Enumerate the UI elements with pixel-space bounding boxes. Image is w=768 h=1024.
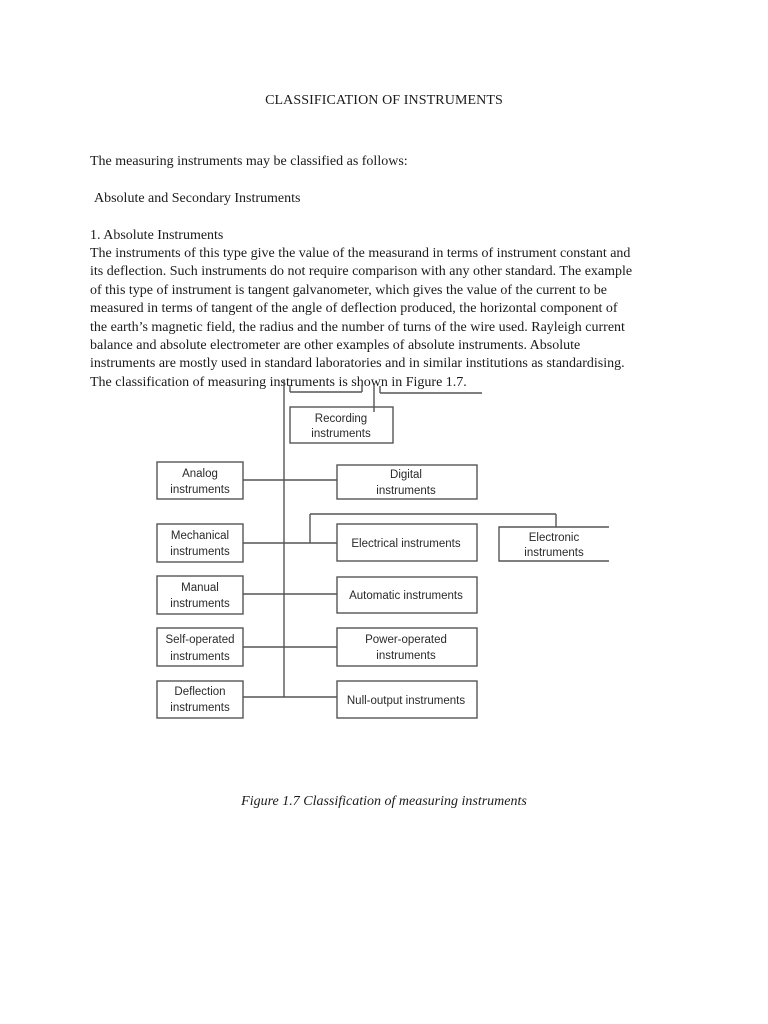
page-title: CLASSIFICATION OF INSTRUMENTS bbox=[265, 93, 503, 108]
paragraph-line: the earth’s magnetic field, the radius a… bbox=[90, 319, 625, 335]
digital-label: Digital bbox=[390, 469, 422, 481]
intro-text: The measuring instruments may be classif… bbox=[90, 154, 408, 169]
paragraph-line: The classification of measuring instrume… bbox=[90, 374, 467, 390]
section-heading: Absolute and Secondary Instruments bbox=[94, 191, 301, 206]
manual-label: Manual bbox=[181, 582, 219, 594]
recording-label: Recording bbox=[315, 413, 367, 425]
paragraph-line: its deflection. Such instruments do not … bbox=[90, 264, 633, 280]
figure-caption: Figure 1.7 Classification of measuring i… bbox=[241, 794, 527, 809]
paragraph-line: The instruments of this type give the va… bbox=[90, 246, 631, 261]
manual-label: instruments bbox=[170, 598, 230, 610]
paragraph-line: balance and absolute electrometer are ot… bbox=[90, 338, 581, 354]
deflection-label: Deflection bbox=[174, 686, 225, 698]
analog-label: Analog bbox=[182, 468, 218, 480]
power-operated-label: Power-operated bbox=[365, 634, 447, 646]
analog-label: instruments bbox=[170, 484, 230, 496]
self-operated-label: instruments bbox=[170, 651, 230, 663]
paragraph-line: instruments are mostly used in standard … bbox=[90, 356, 625, 372]
mechanical-label: Mechanical bbox=[171, 530, 229, 542]
null-output-label: Null-output instruments bbox=[347, 695, 465, 707]
body-paragraph: The instruments of this type give the va… bbox=[90, 245, 690, 392]
power-operated-label: instruments bbox=[376, 650, 436, 662]
electronic-label: Electronic bbox=[529, 532, 580, 544]
deflection-label: instruments bbox=[170, 702, 230, 714]
paragraph-line: of this type of instrument is tangent ga… bbox=[90, 282, 607, 298]
digital-label: instruments bbox=[376, 485, 436, 497]
subheading: 1. Absolute Instruments bbox=[90, 228, 224, 243]
automatic-label: Automatic instruments bbox=[349, 590, 463, 602]
recording-label: instruments bbox=[311, 428, 371, 440]
self-operated-label: Self-operated bbox=[165, 634, 234, 646]
electrical-label: Electrical instruments bbox=[351, 538, 461, 550]
paragraph-line: measured in terms of tangent of the angl… bbox=[90, 301, 618, 317]
mechanical-label: instruments bbox=[170, 546, 230, 558]
electronic-label: instruments bbox=[524, 547, 584, 559]
